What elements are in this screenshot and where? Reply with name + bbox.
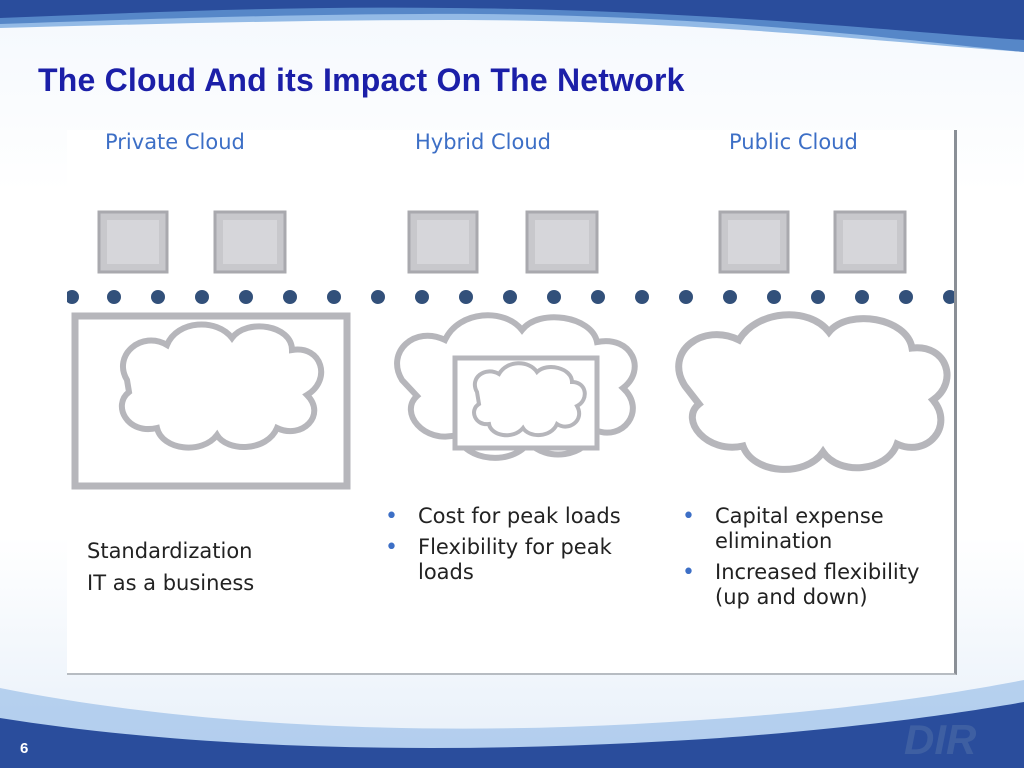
slide-title: The Cloud And its Impact On The Network <box>38 62 685 98</box>
bottom-wave-decoration <box>0 680 1024 768</box>
page-number: 6 <box>20 740 29 757</box>
hybrid-cloud-benefits: • Cost for peak loads • Flexibility for pe… <box>385 504 655 591</box>
public-benefit-item: • Capital expense elimination <box>682 504 942 554</box>
private-cloud-benefits: Standardization IT as a business <box>87 535 254 599</box>
svg-text:DIR: DIR <box>904 716 977 760</box>
public-cloud-shape <box>675 311 951 473</box>
bullet-dot-icon: • <box>682 504 695 529</box>
private-cloud-shape <box>118 321 325 451</box>
private-cloud-boundary <box>71 312 351 490</box>
public-cloud-benefits: • Capital expense elimination • Increased … <box>682 504 942 616</box>
diagram-graphics <box>67 210 954 490</box>
private-cloud-title: Private Cloud <box>105 130 245 154</box>
bullet-dot-icon: • <box>682 560 695 585</box>
hybrid-cloud-title: Hybrid Cloud <box>415 130 552 154</box>
network-dotted-line <box>67 290 954 304</box>
dir-logo-icon: DIR <box>904 716 977 760</box>
hybrid-benefit-item: • Flexibility for peak loads <box>385 535 655 585</box>
public-cloud-title: Public Cloud <box>729 130 858 154</box>
hybrid-benefit-text: Cost for peak loads <box>418 504 621 528</box>
bullet-dot-icon: • <box>385 504 398 529</box>
top-wave-decoration <box>0 0 1024 52</box>
bullet-dot-icon: • <box>385 535 398 560</box>
private-benefit-line: IT as a business <box>87 571 255 595</box>
public-benefit-item: • Increased flexibility (up and down) <box>682 560 942 610</box>
cloud-models-diagram: Private Cloud Hybrid Cloud Public Cloud … <box>67 130 957 675</box>
hybrid-inner-cloud-shape <box>472 361 587 438</box>
private-benefit-line: Standardization <box>87 539 253 563</box>
hybrid-benefit-text: Flexibility for peak loads <box>418 535 612 584</box>
public-benefit-text: Increased flexibility (up and down) <box>715 560 920 609</box>
hybrid-benefit-item: • Cost for peak loads <box>385 504 655 529</box>
public-benefit-text: Capital expense elimination <box>715 504 884 553</box>
